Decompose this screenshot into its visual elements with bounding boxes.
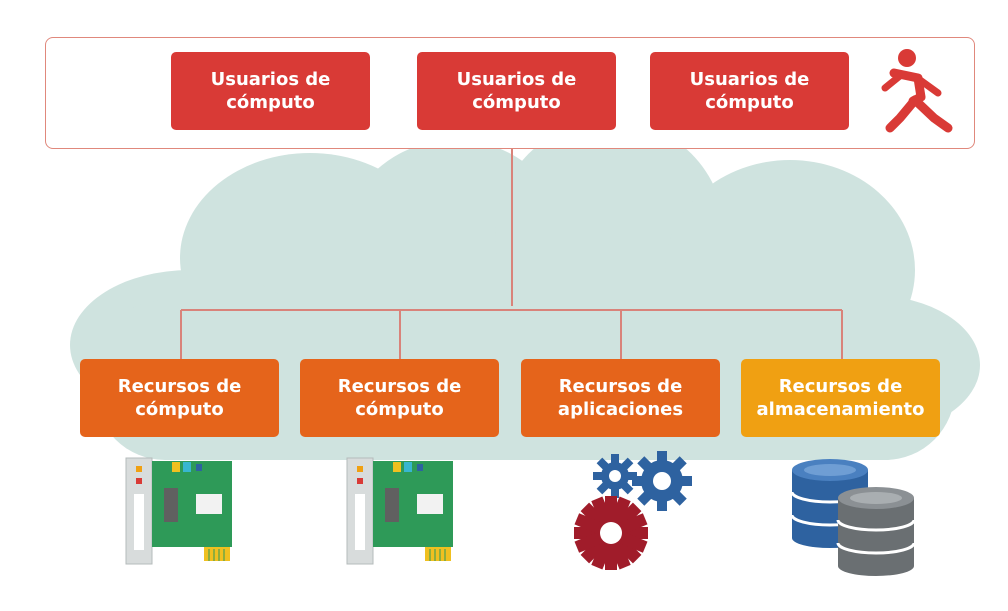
resource-box-3: Recursos de aplicaciones [521, 359, 720, 437]
user-box-3: Usuarios de cómputo [650, 52, 849, 130]
resource-box-2: Recursos de cómputo [300, 359, 499, 437]
resource-box-1: Recursos de cómputo [80, 359, 279, 437]
user-box-2: Usuarios de cómputo [417, 52, 616, 130]
resource-box-4: Recursos de almacenamiento [741, 359, 940, 437]
user-box-1: Usuarios de cómputo [171, 52, 370, 130]
